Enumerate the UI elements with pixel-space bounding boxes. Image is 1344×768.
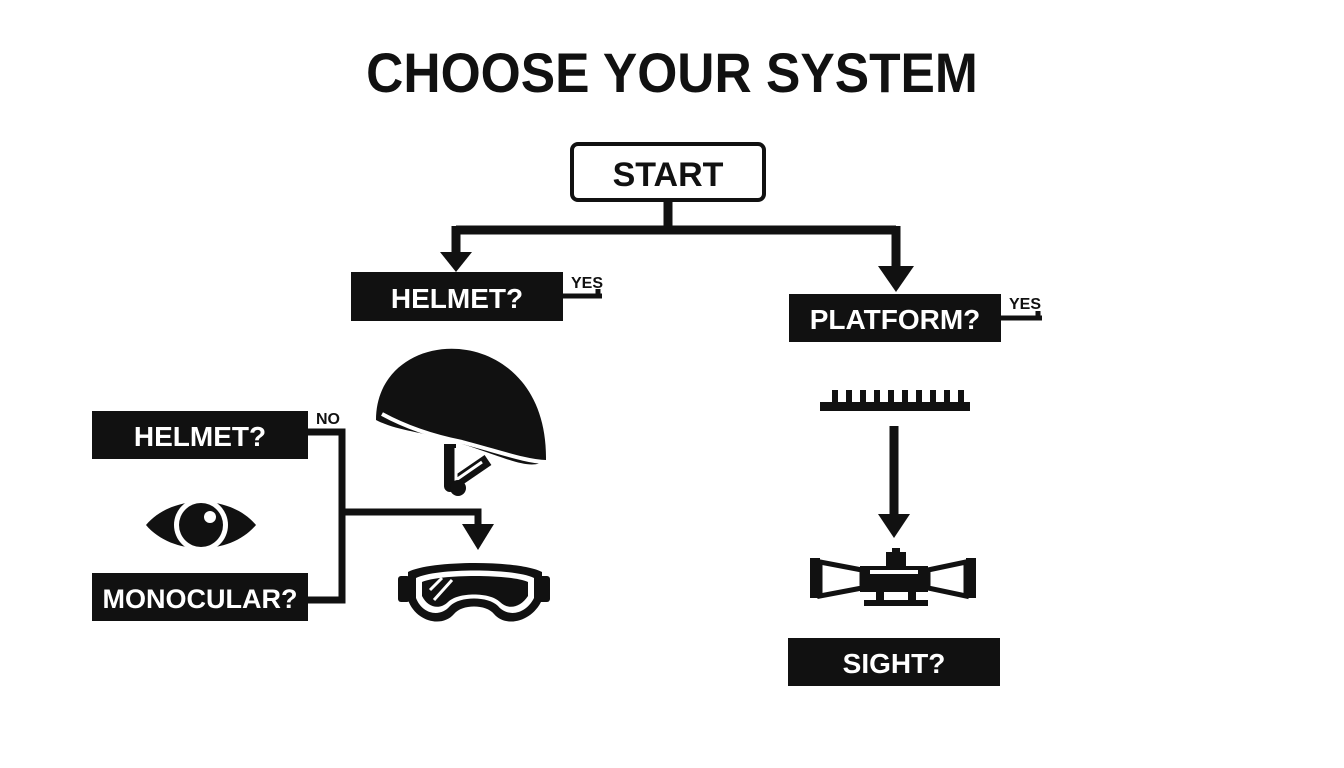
monocular-question-node: MONOCULAR? — [92, 573, 308, 621]
arrow-to-platform — [878, 266, 914, 292]
rifle-scope-icon — [810, 548, 976, 606]
rail-icon — [820, 390, 970, 411]
sight-question-node: SIGHT? — [788, 638, 1000, 686]
helmet-no-question-node: HELMET? NO — [92, 411, 340, 459]
platform-question-label: PLATFORM? — [810, 304, 981, 335]
monocular-question-label: MONOCULAR? — [103, 584, 298, 614]
helmet-yes-label: YES — [571, 275, 603, 292]
arrow-to-goggles — [462, 524, 494, 550]
helmet-icon — [376, 348, 547, 496]
platform-question-node: PLATFORM? YES — [789, 294, 1042, 342]
helmet-question-node: HELMET? YES — [351, 272, 603, 321]
helmet-no-label: NO — [316, 411, 340, 428]
start-label: START — [613, 156, 724, 194]
arrow-to-helmet — [440, 252, 472, 272]
helmet-no-question-label: HELMET? — [134, 421, 266, 452]
helmet-question-label: HELMET? — [391, 283, 523, 314]
page-title: CHOOSE YOUR SYSTEM — [366, 41, 978, 104]
platform-yes-label: YES — [1009, 296, 1041, 313]
arrow-to-scope — [878, 426, 910, 538]
no-branch-connectors — [308, 428, 482, 604]
goggles-icon — [398, 563, 550, 622]
eye-icon — [146, 498, 256, 552]
start-node: START — [570, 142, 766, 202]
sight-question-label: SIGHT? — [843, 648, 946, 679]
start-connectors — [451, 200, 901, 272]
